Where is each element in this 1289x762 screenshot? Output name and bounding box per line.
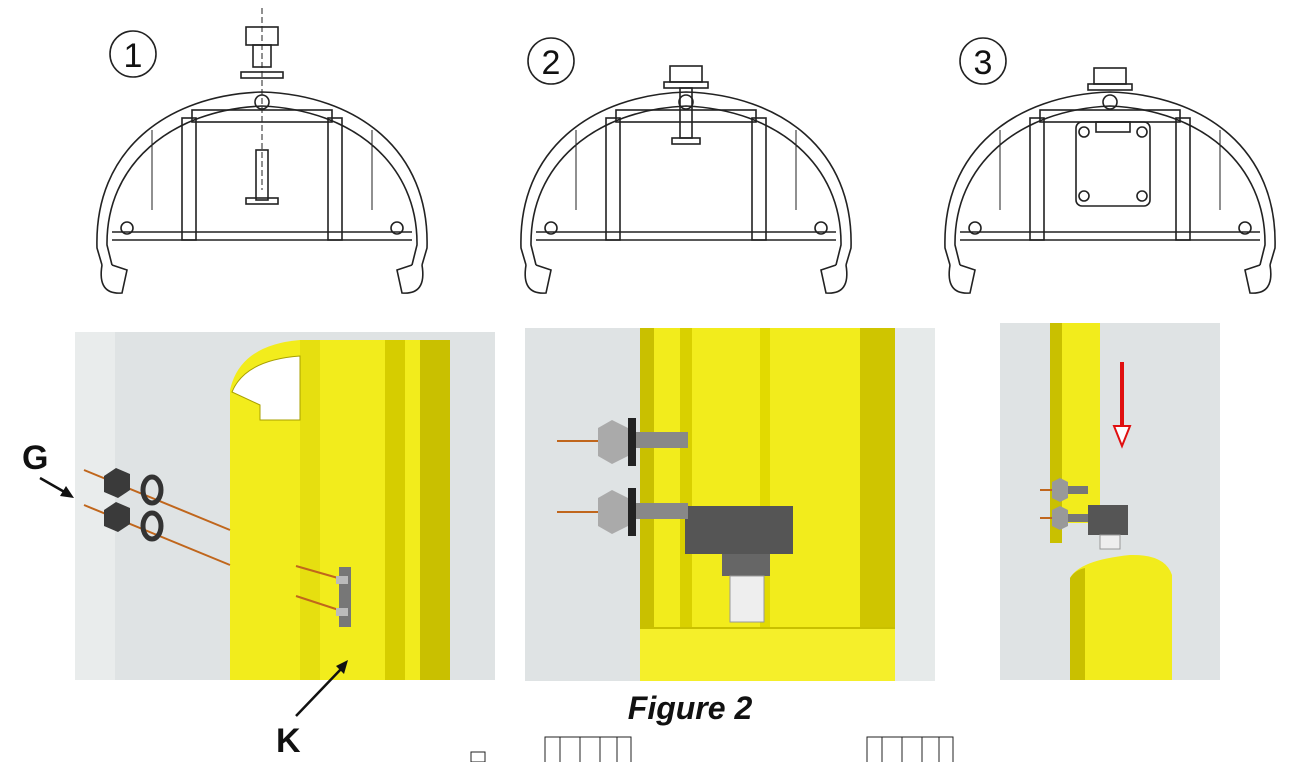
step-number-circle: [959, 37, 1007, 85]
nut-icon: [557, 418, 688, 536]
next-figure-fragment: [470, 736, 954, 762]
nut-icon: [83, 468, 231, 566]
bolt-icon: [240, 8, 284, 205]
step-number: 3: [974, 44, 993, 82]
callout-label: G: [22, 439, 48, 477]
section-step-1: 1: [96, 8, 428, 294]
callout-label: K: [276, 722, 301, 760]
arrow-down-icon: [1112, 362, 1132, 449]
mounted-bracket: [1075, 67, 1151, 207]
step-number-circle: [527, 37, 575, 85]
step-number: 1: [124, 37, 143, 75]
section-step-2: 2: [520, 37, 852, 294]
nut-icon: [1040, 478, 1088, 530]
render-panel-1: [75, 332, 495, 680]
step-number: 2: [542, 44, 561, 82]
step-number-circle: [109, 30, 157, 78]
bracket-block: [685, 506, 793, 554]
callout-g: G: [22, 439, 74, 498]
washer-icon: [240, 71, 284, 79]
figure-caption: Figure 2: [628, 690, 753, 726]
washer-icon: [140, 510, 164, 542]
washer-icon: [140, 474, 164, 506]
render-panel-3: [1000, 323, 1220, 680]
callout-k: K: [276, 660, 348, 760]
render-panel-2: [525, 328, 935, 681]
section-step-3: 3: [944, 37, 1276, 294]
bolt-icon: [663, 65, 709, 145]
